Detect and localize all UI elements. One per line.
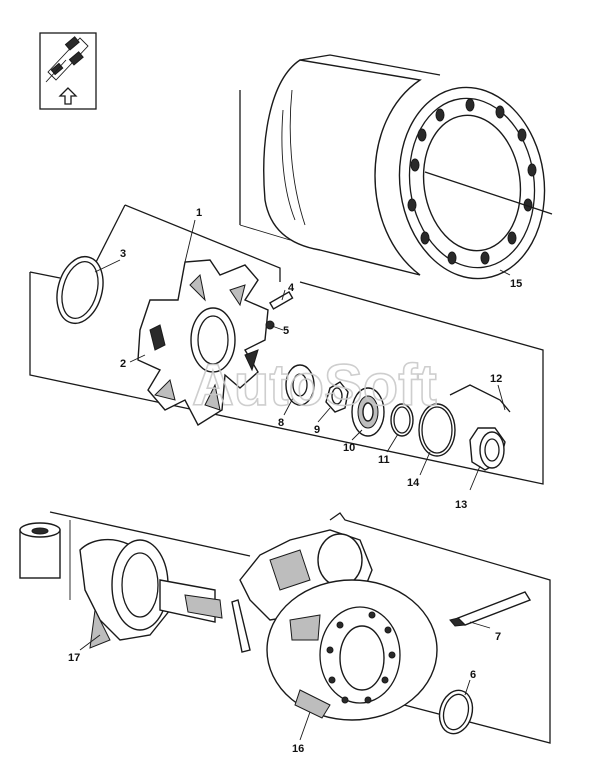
snap-ring-11 xyxy=(390,403,414,437)
up-arrow-icon xyxy=(58,87,78,105)
grease-tube xyxy=(449,591,532,627)
label-1: 1 xyxy=(196,207,202,219)
label-10: 10 xyxy=(343,442,355,454)
wheel-hub xyxy=(137,259,269,426)
label-17: 17 xyxy=(68,652,80,664)
axle-spindle xyxy=(19,520,223,649)
label-2: 2 xyxy=(120,358,126,370)
label-9: 9 xyxy=(314,424,320,436)
label-7: 7 xyxy=(495,631,501,643)
vehicle-orientation-icon xyxy=(39,32,97,110)
label-3: 3 xyxy=(120,248,126,260)
label-4: 4 xyxy=(288,282,295,294)
watermark: AutoSoft xyxy=(192,353,437,418)
label-11: 11 xyxy=(378,454,390,466)
label-12: 12 xyxy=(490,373,502,385)
label-5: 5 xyxy=(283,325,289,337)
thrust-washer xyxy=(285,364,315,406)
wheel-stud xyxy=(269,290,294,310)
label-16: 16 xyxy=(292,743,304,755)
dust-shield xyxy=(266,579,438,721)
label-14: 14 xyxy=(407,477,420,489)
tone-ring xyxy=(351,387,385,437)
hub-nut xyxy=(325,381,349,413)
label-8: 8 xyxy=(278,417,284,429)
brake-drum xyxy=(263,54,553,280)
stud-nut xyxy=(265,320,275,330)
label-13: 13 xyxy=(455,499,467,511)
hub-cap xyxy=(469,427,506,471)
label-15: 15 xyxy=(510,278,522,290)
label-6: 6 xyxy=(470,669,476,681)
seal-ring xyxy=(438,689,474,735)
o-ring xyxy=(418,403,456,457)
snap-ring xyxy=(56,255,104,325)
